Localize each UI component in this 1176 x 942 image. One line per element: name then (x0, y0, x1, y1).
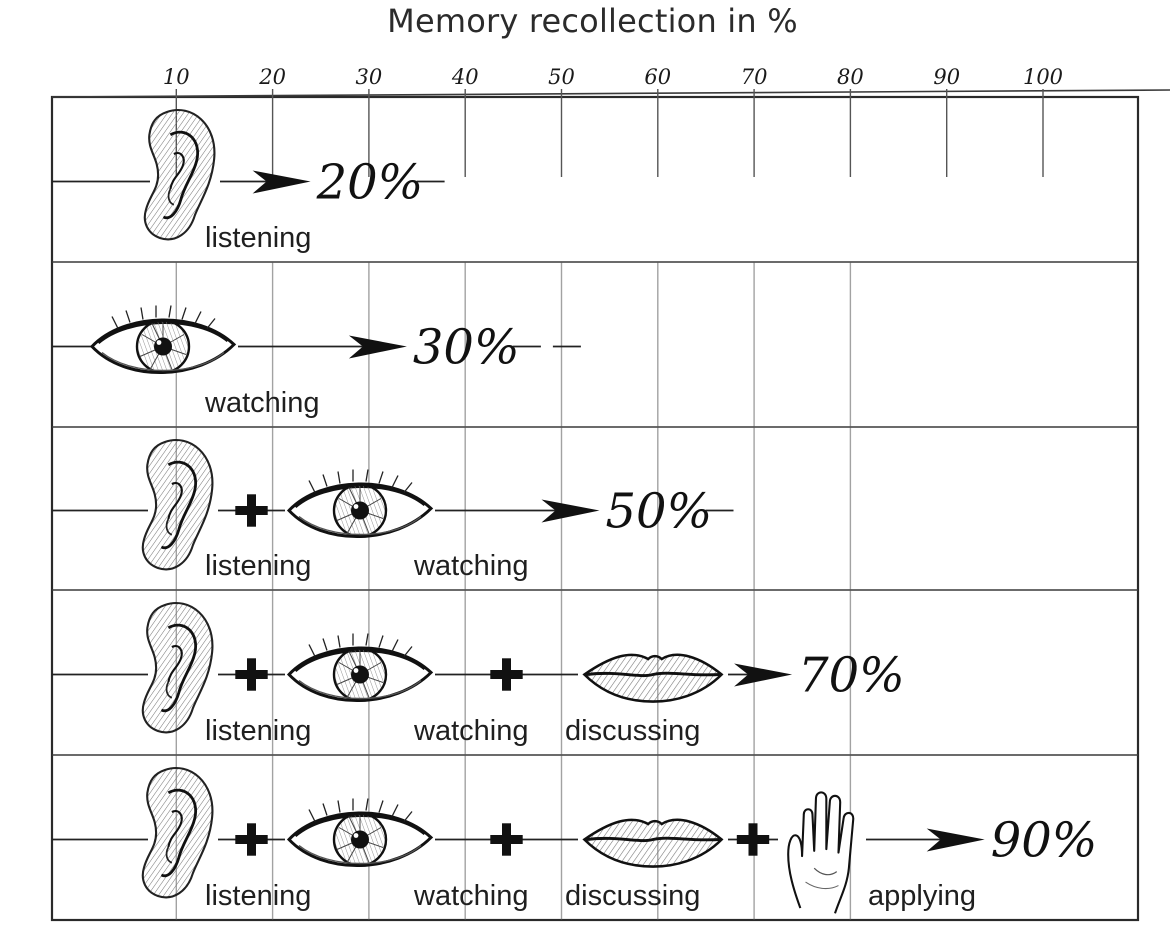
discussing-label: discussing (565, 880, 700, 912)
axis-ticks: 10 20 30 40 50 60 70 80 90 100 (163, 65, 1063, 89)
tick-label: 80 (837, 65, 864, 89)
percent-label: 30% (413, 320, 520, 376)
percent-label: 50% (606, 484, 713, 540)
lips-icon (582, 818, 724, 869)
tick-label: 70 (741, 65, 768, 89)
plus-icon (235, 658, 268, 691)
tick-label: 50 (548, 65, 575, 89)
listening-label: listening (205, 715, 311, 747)
listening-label: listening (205, 880, 311, 912)
tick-label: 60 (644, 65, 671, 89)
eye-icon (287, 467, 433, 539)
lips-icon (582, 653, 724, 704)
ear-icon (141, 601, 214, 734)
percent-label: 20% (316, 155, 424, 211)
diagram-frame (50, 95, 1140, 922)
plus-icon (490, 658, 523, 691)
ear-icon (141, 766, 214, 899)
tick-label: 20 (258, 65, 286, 89)
memory-row: listening watching 50% (52, 438, 734, 582)
memory-row: listening watching discussing applying 90% (52, 766, 1098, 915)
hand-icon (787, 791, 855, 915)
tick-label: 40 (451, 65, 479, 89)
tick-label: 90 (933, 65, 960, 89)
tick-label: 100 (1023, 65, 1063, 89)
discussing-label: discussing (565, 715, 700, 747)
memory-row: listening watching discussing 70% (52, 601, 905, 747)
percent-label: 70% (798, 648, 905, 704)
ear-icon (143, 108, 216, 241)
axis-line (51, 89, 1171, 98)
eye-icon (287, 796, 433, 868)
eye-icon (287, 631, 433, 703)
plus-icon (490, 823, 523, 856)
applying-label: applying (868, 880, 976, 912)
memory-row: watching 30% (52, 303, 581, 419)
tick-label: 10 (163, 65, 190, 89)
listening-label: listening (205, 550, 311, 582)
diagram-title: Memory recollection in % (387, 2, 798, 40)
eye-icon (90, 303, 236, 375)
tick-label: 30 (356, 65, 383, 89)
listening-label: listening (205, 222, 311, 254)
percent-label: 90% (991, 813, 1098, 869)
watching-label: watching (413, 880, 528, 912)
watching-label: watching (204, 387, 319, 419)
plus-icon (235, 823, 268, 856)
ear-icon (141, 438, 214, 571)
watching-label: watching (413, 715, 528, 747)
plus-icon (235, 494, 268, 527)
plus-icon (736, 823, 770, 856)
watching-label: watching (413, 550, 528, 582)
